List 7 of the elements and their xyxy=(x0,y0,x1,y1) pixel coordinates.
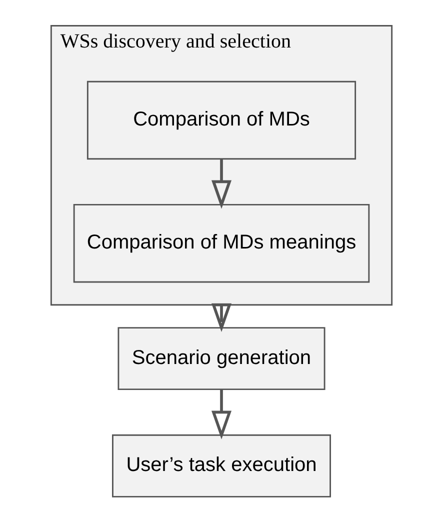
arrow xyxy=(210,159,232,209)
node-box: Comparison of MDs xyxy=(86,80,356,160)
arrow xyxy=(210,303,232,332)
node-box: Scenario generation xyxy=(117,327,325,390)
arrow xyxy=(210,390,232,440)
node-box: Comparison of MDs meanings xyxy=(72,204,370,283)
node-box: User’s task execution xyxy=(112,434,330,498)
